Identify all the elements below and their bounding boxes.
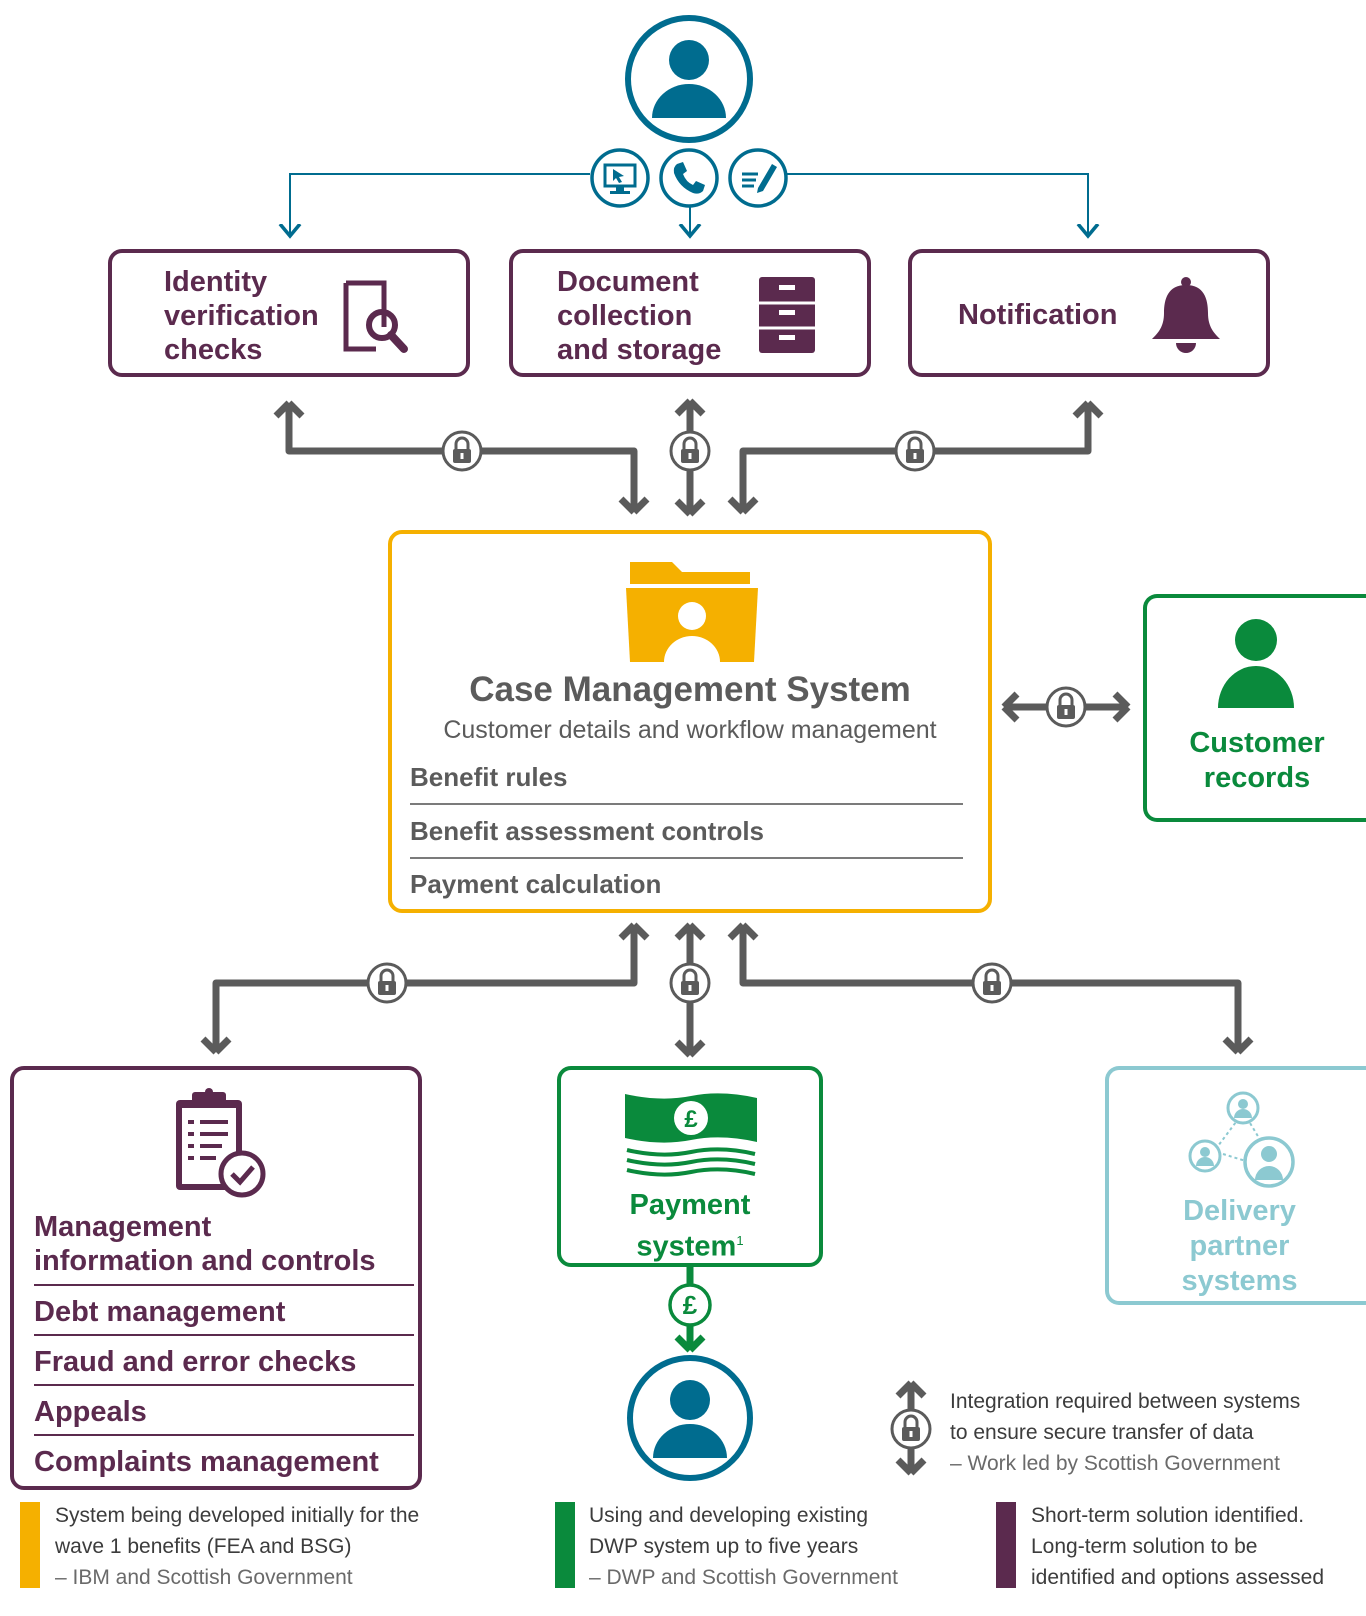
- legend-item-purple: Short-term solution identified. Long-ter…: [1031, 1504, 1325, 1589]
- mi-divider: [34, 1284, 414, 1286]
- notification-box: Notification: [908, 249, 1270, 377]
- customer-icon: [1218, 619, 1294, 708]
- filing-cabinet-icon: [759, 277, 815, 353]
- lock-icon: [366, 962, 408, 1004]
- cms-row-benefit-assessment: Benefit assessment controls: [410, 816, 765, 846]
- payment-system-box: £ Payment system1: [557, 1066, 823, 1267]
- mi-row-fraud: Fraud and error checks: [34, 1346, 357, 1378]
- integration-legend: Integration required between systems to …: [950, 1390, 1301, 1475]
- lock-icon: [1045, 686, 1087, 728]
- cms-divider: [410, 803, 963, 805]
- document-collection-title: Document collection and storage: [557, 266, 722, 366]
- legend-swatch-green: [555, 1502, 575, 1588]
- cms-divider: [410, 857, 963, 859]
- legend-item-green: Using and developing existing DWP system…: [589, 1504, 898, 1589]
- recipient-avatar-icon: [627, 1355, 753, 1481]
- lock-icon: [669, 962, 711, 1004]
- customer-records-box: Customer records: [1143, 594, 1366, 822]
- legend-item-gold: System being developed initially for the…: [55, 1504, 420, 1589]
- cms-row-payment-calculation: Payment calculation: [410, 869, 662, 899]
- mi-title: Management information and controls: [34, 1211, 376, 1277]
- cms-row-benefit-rules: Benefit rules: [410, 762, 568, 792]
- legend-arrow: [895, 1380, 927, 1476]
- paper-channel-icon: [728, 148, 788, 208]
- lock-icon: [669, 430, 711, 472]
- mi-divider: [34, 1384, 414, 1386]
- mi-row-debt: Debt management: [34, 1296, 286, 1328]
- phone-channel-icon: [659, 148, 719, 208]
- folder-user-icon: [626, 562, 758, 662]
- pound-coin-icon: £: [668, 1283, 712, 1327]
- lock-icon: [441, 430, 483, 472]
- mi-row-appeals: Appeals: [34, 1396, 147, 1428]
- lock-icon: [971, 962, 1013, 1004]
- payment-system-title: Payment system1: [629, 1189, 751, 1263]
- management-information-box: Management information and controls Debt…: [10, 1066, 422, 1490]
- lock-icon: [890, 1408, 932, 1450]
- pound-symbol: £: [684, 1106, 698, 1133]
- cms-subtitle: Customer details and workflow management: [443, 716, 937, 744]
- channel-lines: [290, 173, 1088, 236]
- mi-divider: [34, 1434, 414, 1436]
- notification-title: Notification: [958, 299, 1118, 331]
- legend-swatch-purple: [996, 1502, 1016, 1588]
- mi-divider: [34, 1334, 414, 1336]
- document-search-icon: [343, 280, 408, 353]
- payment-footnote: 1: [736, 1233, 744, 1248]
- svg-text:£: £: [683, 1290, 698, 1320]
- legend-swatch-gold: [20, 1502, 40, 1588]
- clipboard-check-icon: [176, 1088, 266, 1198]
- case-management-system-box: Case Management System Customer details …: [388, 530, 992, 913]
- cms-title: Case Management System: [469, 670, 911, 709]
- document-collection-box: Document collection and storage: [509, 249, 871, 377]
- network-users-icon: [1188, 1091, 1295, 1188]
- mi-row-complaints: Complaints management: [34, 1446, 379, 1478]
- online-channel-icon: [590, 148, 650, 208]
- identity-verification-box: Identity verification checks: [108, 249, 470, 377]
- customer-records-title: Customer records: [1189, 727, 1325, 794]
- citizen-avatar-icon: [625, 15, 753, 143]
- delivery-partner-title: Delivery partner systems: [1181, 1195, 1298, 1297]
- bell-icon: [1152, 277, 1220, 353]
- lock-icon: [894, 430, 936, 472]
- delivery-partner-box: Delivery partner systems: [1105, 1066, 1366, 1305]
- banknotes-icon: £: [625, 1093, 757, 1177]
- identity-verification-title: Identity verification checks: [164, 266, 319, 366]
